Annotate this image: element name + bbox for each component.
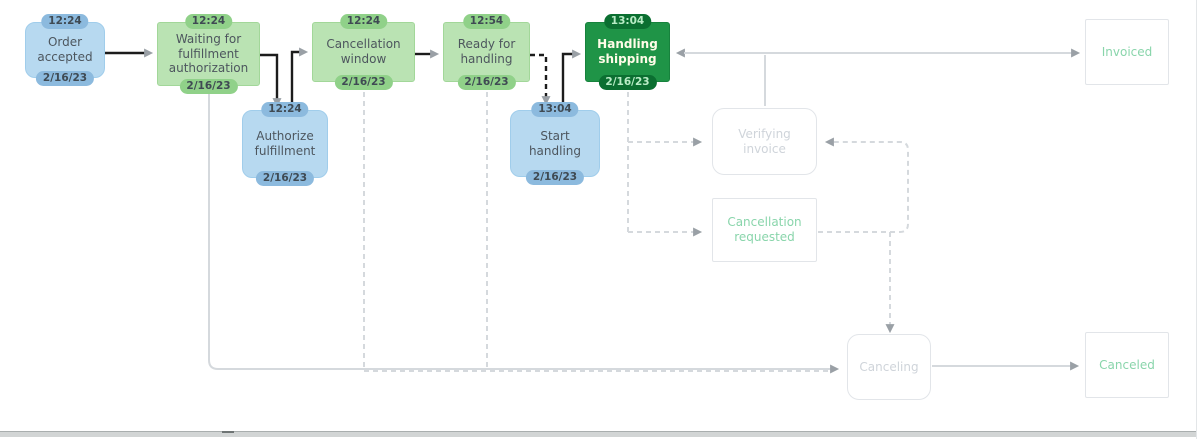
time-badge: 12:24 (339, 14, 388, 29)
edge-ready-to-start-dashed (530, 53, 551, 106)
node-invoiced[interactable]: Invoiced (1085, 19, 1169, 85)
node-label: Cancellation window (326, 37, 401, 66)
node-label: Order accepted (37, 35, 93, 64)
time-badge: 12:24 (261, 102, 309, 117)
node-label: Canceling (859, 359, 919, 374)
node-handling-shipping-current[interactable]: 13:04 Handling shipping 2/16/23 (585, 14, 670, 90)
node-canceled[interactable]: Canceled (1085, 332, 1169, 398)
node-label: Authorize fulfillment (254, 129, 316, 158)
date-badge: 2/16/23 (525, 170, 585, 185)
node-label: Handling shipping (597, 37, 658, 66)
node-cancellation-window[interactable]: 12:24 Cancellation window 2/16/23 (312, 14, 415, 90)
node-label: Canceled (1099, 357, 1155, 372)
edge-authorize-to-window (290, 47, 309, 108)
time-badge: 12:54 (462, 14, 511, 29)
node-verifying-invoice[interactable]: Verifying invoice (712, 108, 817, 175)
date-badge: 2/16/23 (598, 75, 657, 90)
date-badge: 2/16/23 (179, 79, 238, 94)
node-label: Invoiced (1101, 44, 1153, 59)
edge-waiting-to-authorize (260, 53, 282, 108)
date-badge: 2/16/23 (457, 75, 516, 90)
time-badge: 13:04 (603, 14, 652, 29)
node-label: Start handling (528, 128, 582, 158)
date-badge: 2/16/23 (255, 171, 315, 186)
date-badge: 2/16/23 (334, 75, 393, 90)
node-waiting-fulfillment-authorization[interactable]: 12:24 Waiting for fulfillment authorizat… (157, 14, 260, 94)
node-canceling[interactable]: Canceling (847, 334, 931, 400)
node-start-handling[interactable]: 13:04 Start handling 2/16/23 (510, 102, 600, 185)
node-label: Verifying invoice (738, 126, 791, 156)
node-cancellation-requested[interactable]: Cancellation requested (712, 198, 817, 262)
time-badge: 12:24 (184, 14, 233, 29)
date-badge: 2/16/23 (35, 71, 95, 86)
edge-start-to-handling (561, 49, 582, 108)
node-label: Ready for handling (457, 37, 516, 66)
scrollbar-thumb-edge (222, 431, 234, 433)
time-badge: 13:04 (531, 102, 579, 117)
edge-cancelreq-to-verifying (818, 137, 909, 233)
node-order-accepted[interactable]: 12:24 Order accepted 2/16/23 (25, 14, 105, 86)
node-ready-for-handling[interactable]: 12:54 Ready for handling 2/16/23 (443, 14, 530, 90)
edge-waiting-to-canceling (208, 86, 840, 374)
time-badge: 12:24 (41, 14, 89, 29)
node-authorize-fulfillment[interactable]: 12:24 Authorize fulfillment 2/16/23 (242, 102, 328, 186)
horizontal-scrollbar[interactable] (0, 431, 1196, 437)
node-label: Waiting for fulfillment authorization (168, 32, 249, 76)
node-label: Cancellation requested (727, 215, 802, 244)
